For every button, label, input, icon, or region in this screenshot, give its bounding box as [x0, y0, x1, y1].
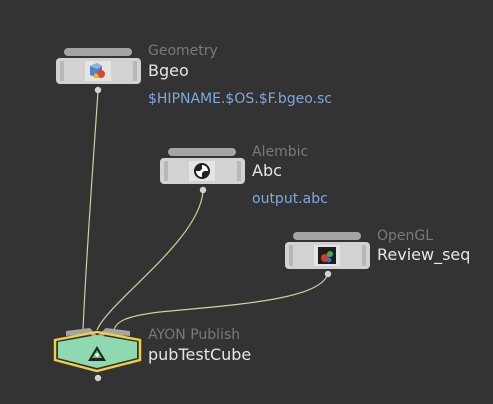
- node-review-name[interactable]: Review_seq: [377, 245, 471, 264]
- node-abc-type-label: Alembic: [252, 144, 309, 160]
- node-abc-name[interactable]: Abc: [252, 161, 282, 180]
- wire-review-to-publish[interactable]: [113, 270, 329, 331]
- node-publish-type-label: AYON Publish: [148, 327, 241, 343]
- node-review-type-label: OpenGL: [377, 228, 434, 244]
- node-bgeo-name[interactable]: Bgeo: [148, 61, 189, 80]
- node-abc-output-path: output.abc: [252, 191, 328, 207]
- node-bgeo-type-label: Geometry: [148, 43, 218, 59]
- node-bgeo-output-path: $HIPNAME.$OS.$F.bgeo.sc: [148, 91, 333, 107]
- wire-abc-to-publish[interactable]: [96, 190, 204, 331]
- wire-bgeo-to-publish[interactable]: [82, 90, 99, 331]
- node-publish-name[interactable]: pubTestCube: [148, 345, 252, 364]
